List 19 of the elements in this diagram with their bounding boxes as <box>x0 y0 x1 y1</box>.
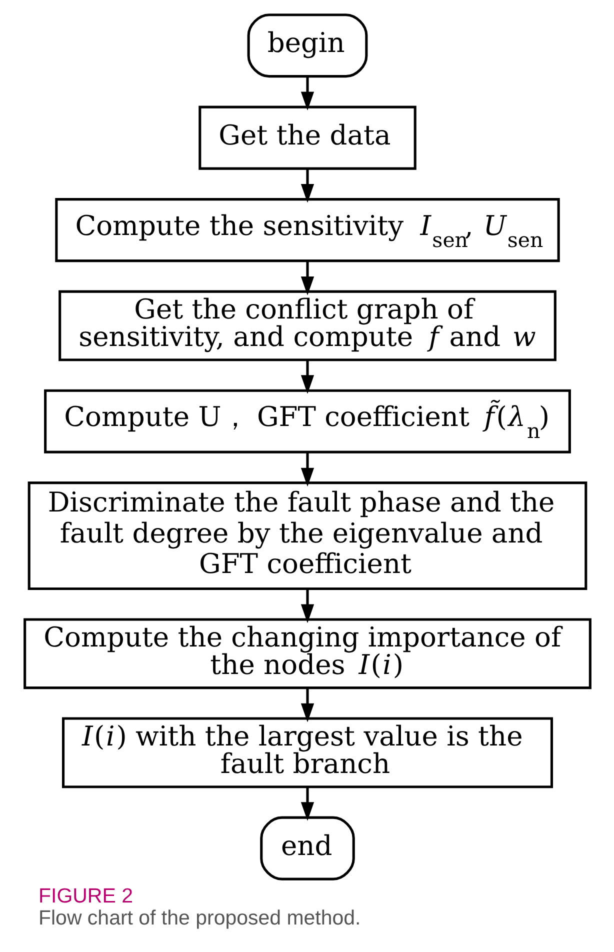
arrow <box>300 168 314 203</box>
node-box: Compute the sensitivity I$_{sen}$, U$_{sen}$ <box>54 198 560 262</box>
diagram-title: FIGURE 2 <box>38 884 132 908</box>
arrow <box>300 452 314 487</box>
node-box: Get the conflict graph of sensitivity, and compute f and w <box>58 290 556 362</box>
node-box: I(i) with the largest value is the fault branch <box>61 717 553 788</box>
arrow <box>300 260 314 296</box>
node-box: begin <box>246 14 368 78</box>
arrow <box>300 76 314 111</box>
node-box: Compute U， GFT coefficient f̃(λ$_{n}$) <box>44 389 570 454</box>
node-box: end <box>260 816 354 880</box>
arrow <box>300 787 314 821</box>
arrow <box>300 360 314 394</box>
node-box: Compute the changing importance of the nodes I(i) <box>23 618 591 690</box>
arrow <box>300 589 314 624</box>
arrow <box>300 688 314 722</box>
caption: Flow chart of the proposed method. <box>38 906 360 930</box>
node-box: Discriminate the fault phase and the fault degree by the eigenvalue and GFT coefficient <box>27 482 587 590</box>
node-box: Get the data <box>198 106 416 170</box>
